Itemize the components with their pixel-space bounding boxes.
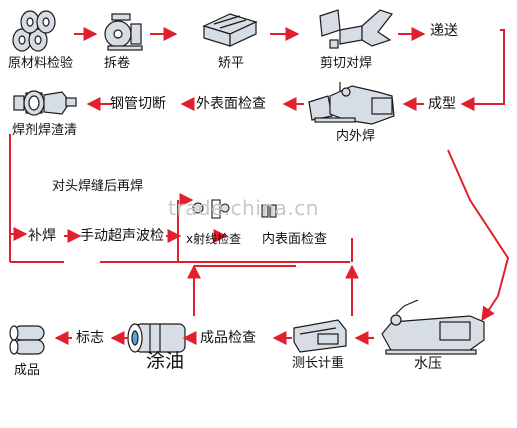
former-icon [308, 95, 333, 121]
label-pipe-cutting: 钢管切断 [110, 96, 166, 112]
label-uncoiling: 拆卷 [104, 56, 131, 71]
welding-machine-icon [314, 82, 395, 125]
hydro-tester-icon [381, 299, 485, 355]
label-forming: 成型 [428, 96, 456, 112]
label-conveying: 递送 [430, 23, 458, 39]
label-length-weight-measure: 测长计重 [292, 356, 345, 371]
label-finished-product-check: 成品检查 [200, 330, 256, 346]
label-oiling: 涂油 [146, 350, 185, 372]
ultrasonic-icon [192, 199, 230, 219]
steel-coils-icon [12, 10, 56, 52]
flux-cleaner-icon [13, 95, 25, 111]
label-shear-butt-weld: 剪切对焊 [320, 56, 373, 71]
pipe-cutter-icon [23, 90, 77, 116]
label-inner-surface-check: 内表面检查 [262, 232, 328, 247]
oiling-tube-icon [127, 323, 186, 353]
shear-welder-icon [319, 9, 393, 49]
label-raw-material-inspection: 原材料检验 [8, 56, 74, 71]
uncoiler-icon [104, 13, 143, 51]
label-flux-slag-cleaning: 焊剂焊渣清 [12, 123, 78, 138]
label-manual-ultrasonic-check: 手动超声波检 [80, 228, 164, 244]
label-product: 成品 [14, 363, 41, 378]
label-butt-seam-repair: 对头焊缝后再焊 [52, 179, 144, 194]
label-xray-check: x射线检查 [186, 232, 242, 246]
label-repair-weld: 补焊 [28, 228, 56, 244]
label-leveling: 矫平 [218, 56, 245, 71]
label-outer-surface-check: 外表面检查 [196, 96, 266, 112]
label-inner-outer-weld: 内外焊 [336, 129, 376, 144]
watermark: trade.china.cn [168, 196, 319, 220]
leveler-icon [202, 13, 258, 47]
pipe-bundle-icon [9, 325, 45, 355]
measuring-table-icon [293, 319, 347, 353]
flow-arrows [9, 27, 510, 345]
xray-icon [261, 204, 277, 218]
label-marking: 标志 [76, 330, 104, 346]
label-hydro-test: 水压 [414, 356, 442, 372]
